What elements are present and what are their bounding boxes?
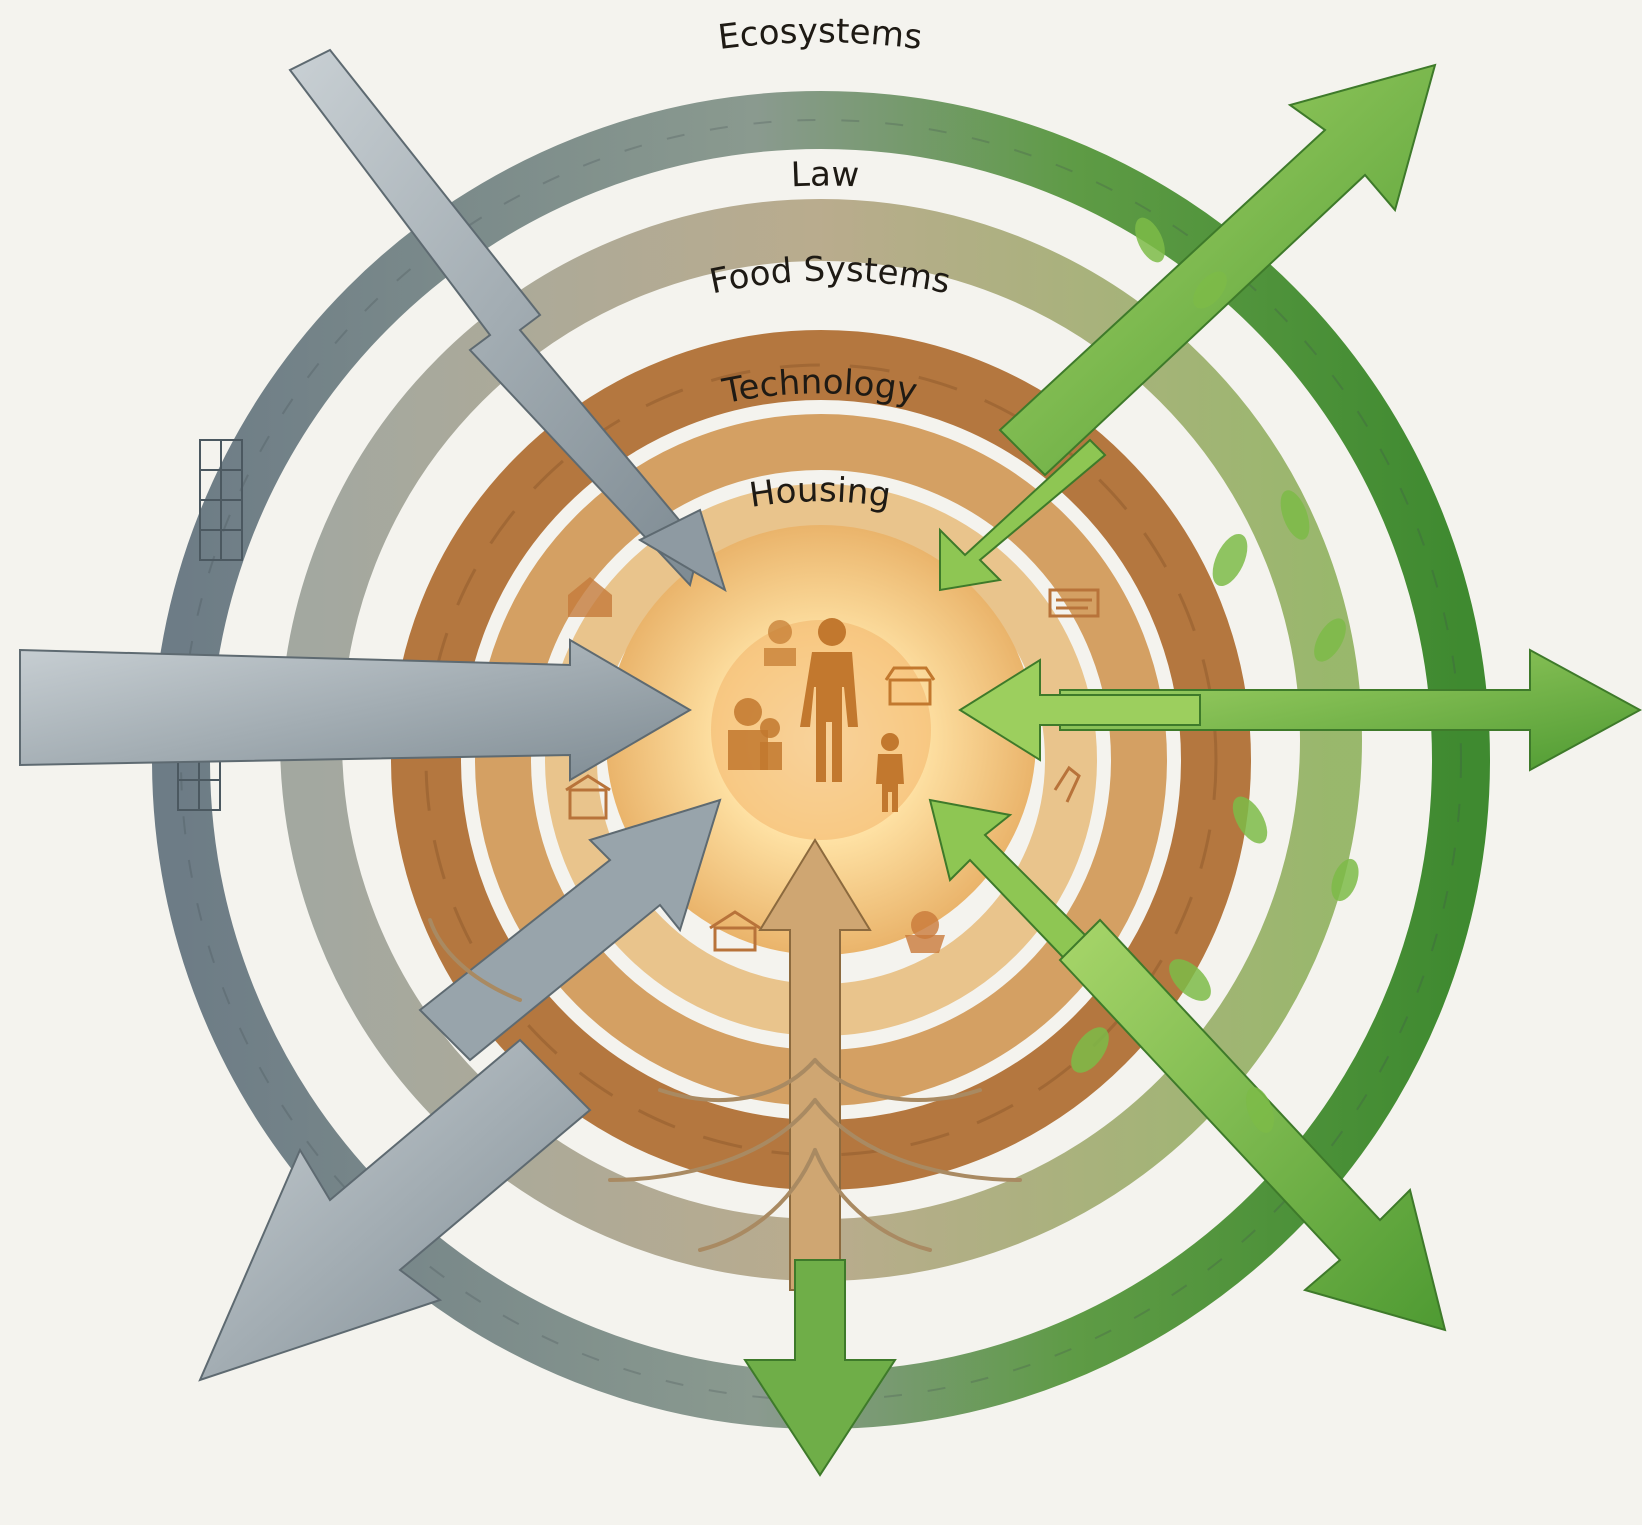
trunk-arrow-up (758, 838, 872, 1291)
ring-label-food-systems: Food Systems (706, 249, 954, 302)
green-arrow-inward-lower-right (928, 798, 1102, 977)
roots (428, 918, 1022, 1252)
green-arrow-outward-top-right (998, 63, 1437, 477)
market-icon (884, 666, 936, 706)
ring-label-housing: Housing (747, 470, 894, 516)
green-arrow-inward-upper-right (939, 438, 1107, 592)
avatar-icon (764, 620, 796, 666)
family-icon (728, 698, 782, 770)
green-arrow-outward-right (1059, 648, 1642, 772)
food-basket-icon (905, 911, 945, 953)
person-icon (800, 618, 858, 782)
building-icon (565, 774, 611, 820)
stone-arrow-top-left (288, 48, 727, 593)
leaf-cluster (1071, 217, 1359, 1133)
green-arrow-outward-bottom-right (1058, 918, 1447, 1332)
ring-label-technology: Technology (719, 362, 921, 412)
stone-arrow-inward-lower-left (418, 798, 722, 1062)
green-arrow-inward-right (958, 658, 1201, 762)
ring-label-ecosystems: Ecosystems (716, 11, 925, 58)
sign-icon (1048, 588, 1100, 618)
ring-label-law: Law (790, 154, 860, 195)
child-icon (876, 733, 904, 812)
tool-icon (1053, 765, 1081, 803)
house-icon (568, 577, 612, 617)
green-arrow-down (743, 1259, 897, 1477)
stone-arrow-outward-bottom-left (198, 1038, 592, 1382)
market-stall-icon (709, 910, 761, 952)
stone-arrow-left (19, 638, 692, 782)
